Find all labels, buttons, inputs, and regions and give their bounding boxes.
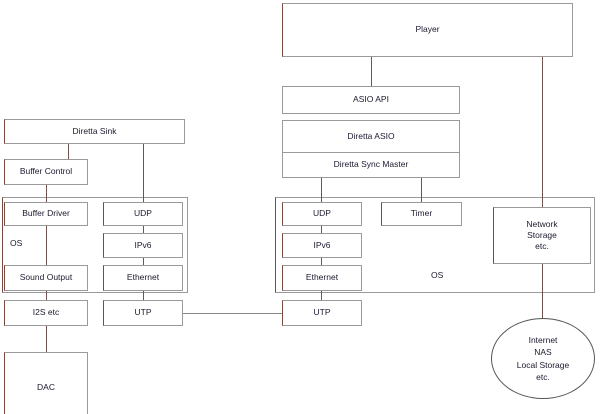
host-ipv6-box[interactable]: IPv6 xyxy=(282,233,362,258)
connector-player-to-network-storage xyxy=(542,57,543,208)
connector-network-storage-to-cloud xyxy=(542,263,543,319)
asio-api-box[interactable]: ASIO API xyxy=(282,86,460,114)
connector-sound-output-to-i2s xyxy=(46,290,47,301)
sound-output-box[interactable]: Sound Output xyxy=(4,265,88,291)
connector-utp-to-utp-link xyxy=(183,313,282,314)
connector-player-to-asio-api xyxy=(371,57,372,87)
connector-buffer-control-to-buffer-driver xyxy=(46,185,47,203)
sink-os-label: OS xyxy=(10,238,23,248)
diretta-sync-master-box[interactable]: Diretta Sync Master xyxy=(282,152,460,178)
host-os-label: OS xyxy=(431,270,444,280)
cloud-ellipse[interactable]: Internet NAS Local Storage etc. xyxy=(491,318,595,399)
sink-ipv6-box[interactable]: IPv6 xyxy=(103,233,183,258)
host-ethernet-box[interactable]: Ethernet xyxy=(282,265,362,291)
buffer-driver-box[interactable]: Buffer Driver xyxy=(4,202,88,226)
connector-i2s-to-dac xyxy=(46,325,47,352)
network-storage-box[interactable]: Network Storage etc. xyxy=(493,207,591,264)
host-udp-box[interactable]: UDP xyxy=(282,202,362,226)
sink-udp-box[interactable]: UDP xyxy=(103,202,183,226)
connector-host-udp-to-ipv6 xyxy=(321,225,322,234)
connector-sink-to-sink-udp xyxy=(143,143,144,203)
connector-sink-to-buffer-control xyxy=(68,143,69,159)
connector-sink-ipv6-to-ethernet xyxy=(143,257,144,266)
diretta-sink-box[interactable]: Diretta Sink xyxy=(4,119,185,144)
diretta-asio-box[interactable]: Diretta ASIO xyxy=(282,120,460,153)
connector-sink-udp-to-ipv6 xyxy=(143,225,144,234)
connector-sync-master-to-udp xyxy=(321,178,322,203)
player-box[interactable]: Player xyxy=(282,3,573,57)
dac-box[interactable]: DAC xyxy=(4,352,88,414)
connector-buffer-driver-to-sound-output xyxy=(46,225,47,266)
sink-ethernet-box[interactable]: Ethernet xyxy=(103,265,183,291)
buffer-control-box[interactable]: Buffer Control xyxy=(4,159,88,185)
connector-host-ipv6-to-ethernet xyxy=(321,257,322,266)
timer-box[interactable]: Timer xyxy=(381,202,462,226)
connector-sync-master-to-timer xyxy=(421,178,422,203)
connector-sink-ethernet-to-utp xyxy=(143,290,144,301)
host-utp-box[interactable]: UTP xyxy=(282,300,362,326)
i2s-box[interactable]: I2S etc xyxy=(4,300,88,326)
sink-utp-box[interactable]: UTP xyxy=(103,300,183,326)
connector-host-ethernet-to-utp xyxy=(321,290,322,301)
